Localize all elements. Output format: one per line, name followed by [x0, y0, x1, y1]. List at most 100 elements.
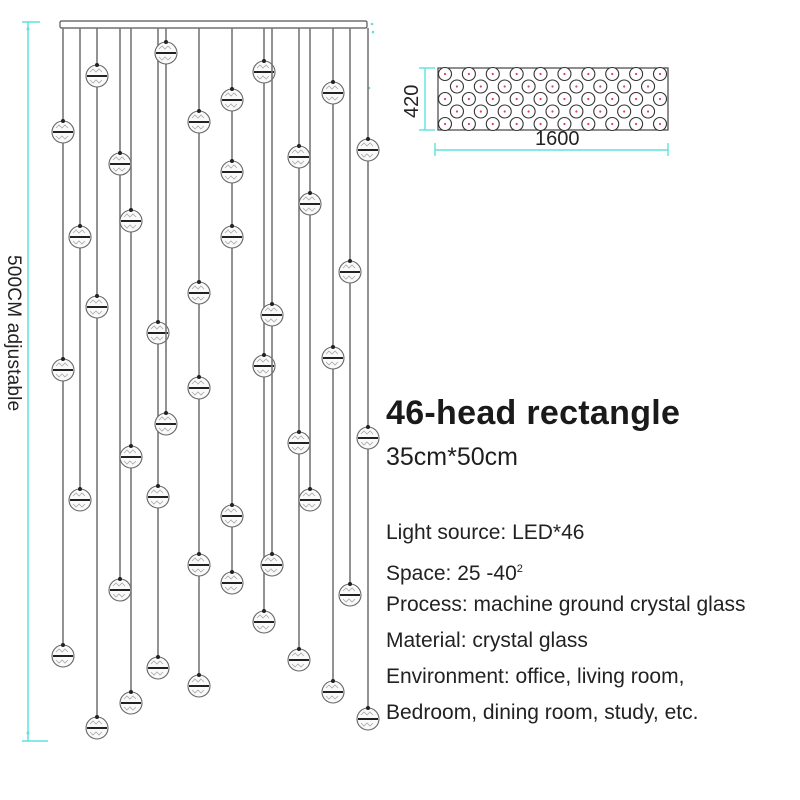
plan-width-label: 1600 — [535, 128, 580, 150]
plan-pendant-center — [611, 122, 614, 126]
crystal-ball-pendant — [119, 208, 143, 233]
plan-pendant-center — [491, 97, 494, 101]
crystal-ball-pendant — [146, 655, 170, 680]
plan-pendant-center — [527, 85, 530, 88]
crystal-ball-pendant — [338, 582, 362, 607]
crystal-ball-pendant — [260, 552, 284, 577]
product-size: 35cm*50cm — [386, 443, 518, 471]
crystal-ball-pendant — [85, 715, 109, 740]
plan-pendant-center — [503, 110, 506, 113]
plan-pendant-center — [599, 85, 602, 88]
crystal-ball-pendant — [287, 647, 311, 672]
plan-pendant-center — [515, 72, 518, 76]
crystal-ball-pendant — [220, 570, 244, 595]
plan-depth-label: 420 — [401, 84, 423, 118]
plan-pendant-center — [635, 122, 638, 126]
plan-pendant-center — [646, 85, 650, 88]
plan-pendant-center — [443, 72, 447, 76]
spec-environment: Environment: office, living room, — [386, 665, 685, 688]
crystal-ball-pendant — [187, 280, 211, 305]
plan-pendant-center — [539, 97, 542, 101]
crystal-ball-pendant — [252, 609, 276, 634]
cyan-marker — [371, 30, 375, 34]
plan-pendant-center — [658, 97, 662, 101]
plan-pendant-center — [467, 122, 470, 126]
plan-pendant-center — [623, 110, 626, 113]
spec-space: Space: 25 -402 — [386, 562, 523, 585]
plan-pendant-center — [503, 85, 506, 88]
crystal-ball-pendant — [187, 375, 211, 400]
crystal-ball-pendant — [321, 80, 345, 105]
crystal-ball-pendant — [260, 302, 284, 327]
crystal-ball-pendant — [51, 643, 75, 668]
plan-pendant-center — [599, 110, 602, 113]
crystal-ball-pendant — [356, 706, 380, 731]
plan-pendant-center — [611, 97, 614, 101]
spec-process: Process: machine ground crystal glass — [386, 593, 746, 616]
plan-pendant-center — [467, 97, 470, 101]
height-dimension-label: 500CM adjustable — [3, 255, 24, 412]
crystal-ball-pendant — [220, 159, 244, 184]
plan-pendant-center — [635, 97, 638, 101]
crystal-ball-pendant — [356, 137, 380, 162]
plan-pendant-center — [443, 97, 447, 101]
cyan-marker — [370, 22, 374, 26]
crystal-ball-pendant — [220, 503, 244, 528]
crystal-ball-pendant — [298, 191, 322, 216]
crystal-ball-pendant — [338, 259, 362, 284]
plan-pendant-center — [443, 122, 447, 126]
crystal-ball-pendant — [108, 577, 132, 602]
plan-pendant-center — [551, 110, 554, 113]
crystal-ball-pendant — [220, 87, 244, 112]
crystal-ball-pendant — [146, 320, 170, 345]
plan-svg — [419, 66, 669, 156]
crystal-ball-pendant — [287, 430, 311, 455]
plan-pendant-center — [658, 72, 662, 76]
plan-pendant-center — [551, 85, 554, 88]
plan-pendant-center — [611, 72, 614, 76]
crystal-ball-pendant — [154, 411, 178, 436]
plan-pendant-center — [587, 72, 590, 76]
plan-pendant-center — [467, 72, 470, 76]
crystal-ball-pendant — [298, 487, 322, 512]
plan-pendant-center — [563, 72, 566, 76]
plan-pendant-center — [515, 97, 518, 101]
plan-pendant-center — [455, 110, 459, 113]
plan-pendant-center — [479, 110, 482, 113]
crystal-ball-pendant — [321, 345, 345, 370]
crystal-ball-pendant — [119, 444, 143, 469]
plan-pendant-center — [515, 122, 518, 126]
plan-pendant-center — [635, 72, 638, 76]
crystal-ball-pendant — [68, 224, 92, 249]
plan-pendant-center — [575, 110, 578, 113]
dimension-arrow-bottom — [26, 731, 30, 735]
plan-pendant-center — [479, 85, 482, 88]
crystal-ball-pendant — [187, 109, 211, 134]
product-title: 46-head rectangle — [386, 394, 681, 432]
crystal-ball-pendant — [85, 294, 109, 319]
crystal-ball-pendant — [220, 224, 244, 249]
plan-pendant-center — [623, 85, 626, 88]
plan-pendant-center — [491, 72, 494, 76]
plan-pendant-center — [658, 122, 662, 126]
plan-pendant-center — [539, 72, 542, 76]
crystal-ball-pendant — [68, 487, 92, 512]
plan-pendant-center — [587, 97, 590, 101]
crystal-ball-pendant — [119, 690, 143, 715]
crystal-ball-pendant — [187, 552, 211, 577]
plan-pendant-center — [575, 85, 578, 88]
crystal-ball-pendant — [85, 63, 109, 88]
plan-pendant-center — [563, 122, 566, 126]
crystal-ball-pendant — [321, 679, 345, 704]
plan-pendant-center — [539, 122, 542, 126]
plan-pendant-center — [563, 97, 566, 101]
spec-material: Material: crystal glass — [386, 629, 588, 652]
crystal-ball-pendant — [108, 151, 132, 176]
plan-pendant-center — [587, 122, 590, 126]
spec-environment-cont: Bedroom, dining room, study, etc. — [386, 701, 699, 724]
spec-light-source: Light source: LED*46 — [386, 521, 585, 544]
crystal-ball-pendant — [252, 59, 276, 84]
plan-pendant-center — [646, 110, 650, 113]
crystal-ball-pendant — [287, 144, 311, 169]
elevation-svg — [22, 20, 380, 742]
